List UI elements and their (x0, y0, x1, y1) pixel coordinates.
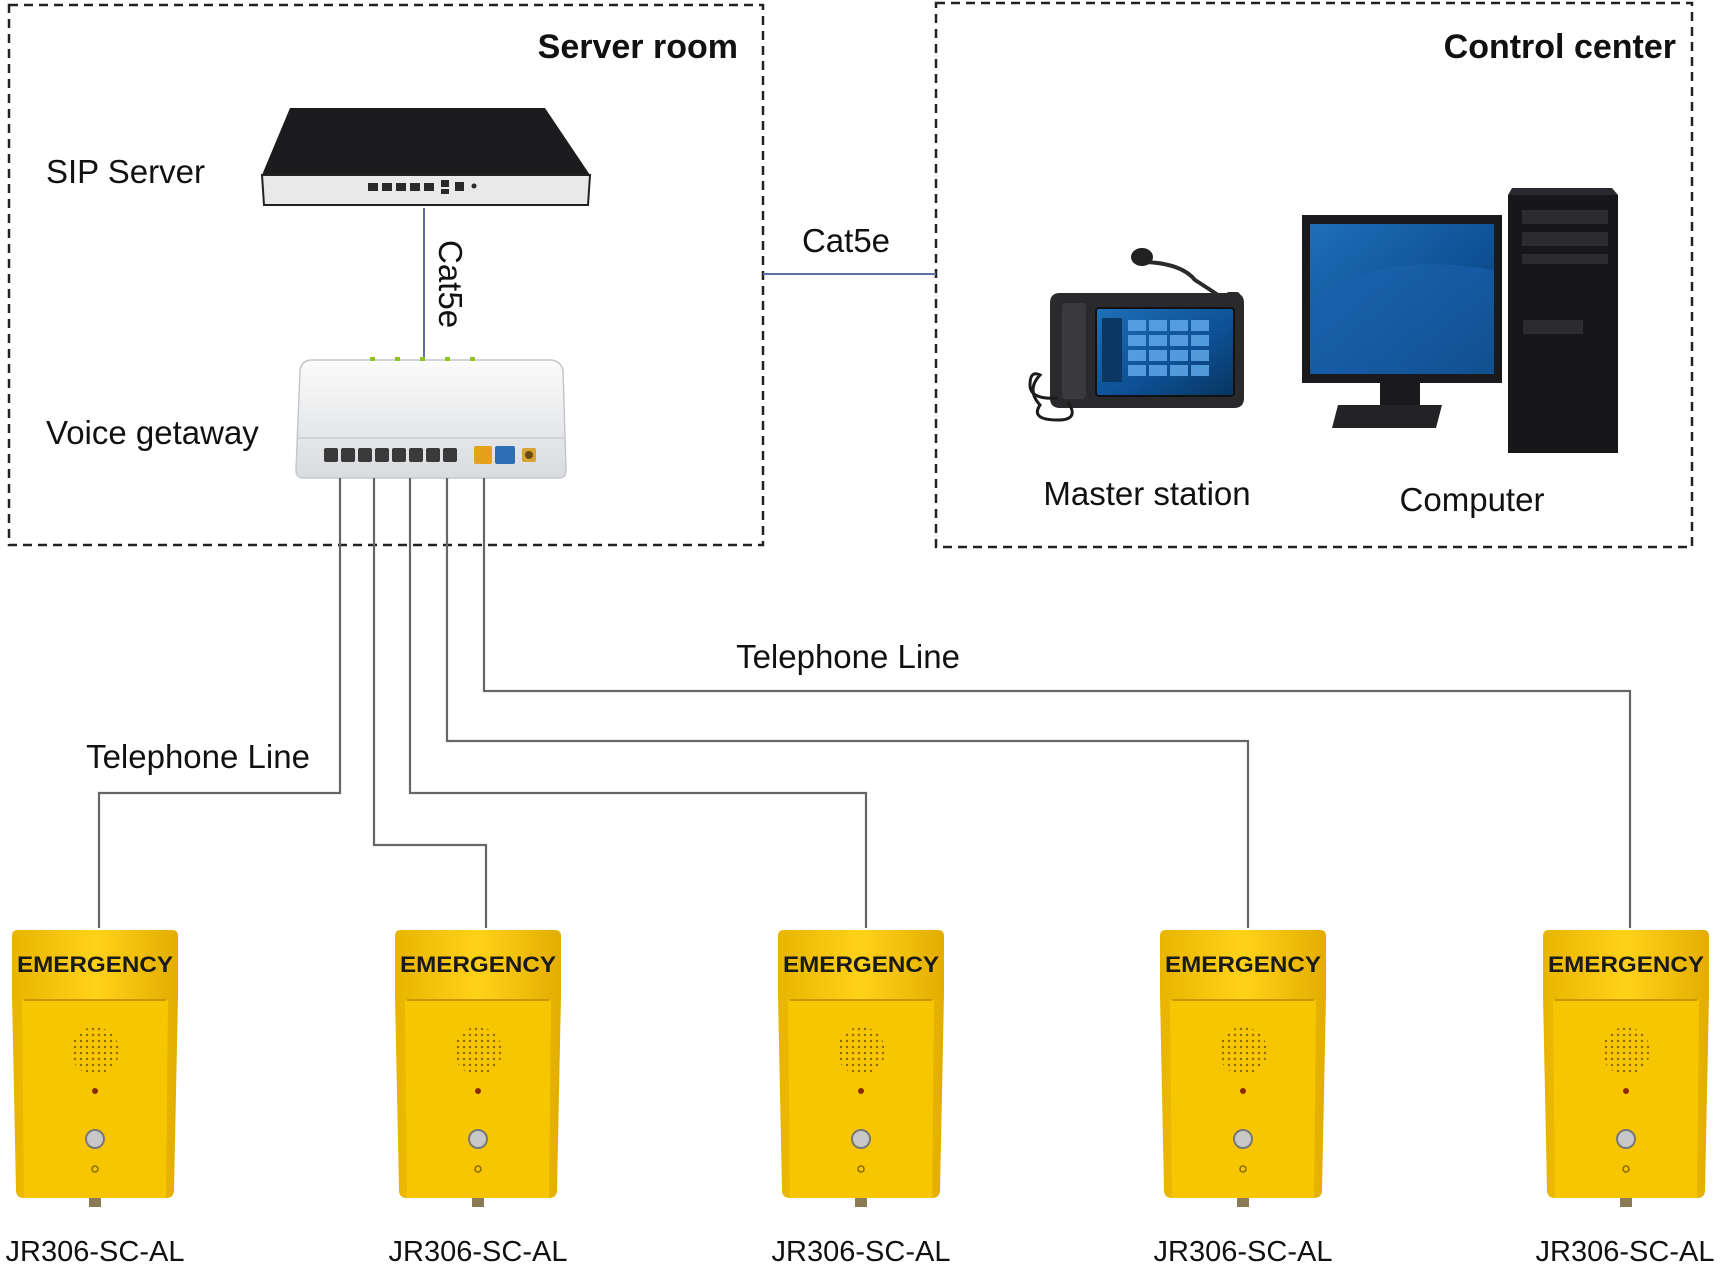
emergency-phone-1: EMERGENCY (12, 930, 178, 1207)
sip-server-device (260, 108, 592, 206)
emergency-phone-2: EMERGENCY (395, 930, 561, 1207)
emergency-panel-text: EMERGENCY (783, 952, 939, 977)
phone-model-label-1: JR306-SC-AL (6, 1236, 185, 1268)
control-center-title: Control center (1444, 28, 1676, 66)
network-cables (423, 208, 936, 360)
phone-model-label-3: JR306-SC-AL (772, 1236, 951, 1268)
sip-server-label: SIP Server (46, 153, 205, 190)
model-labels: JR306-SC-AL JR306-SC-AL JR306-SC-AL JR30… (6, 1236, 1715, 1268)
phone-model-label-2: JR306-SC-AL (389, 1236, 568, 1268)
telephone-line-2 (372, 478, 488, 928)
telephone-line-4 (445, 478, 1250, 928)
master-station-label: Master station (1043, 475, 1250, 512)
computer-label: Computer (1400, 481, 1545, 518)
master-station-device (1028, 248, 1244, 422)
telephone-line-5 (482, 478, 1632, 928)
emergency-phone-5: EMERGENCY (1543, 930, 1709, 1207)
emergency-phones: EMERGENCY EMERGENCY EMERGENCY (12, 930, 1709, 1207)
cat5e-label-horizontal: Cat5e (802, 222, 890, 259)
cat5e-label-vertical: Cat5e (432, 240, 469, 328)
telephone-line-1 (97, 478, 342, 928)
voice-gateway-label: Voice getaway (46, 414, 259, 451)
emergency-panel-text: EMERGENCY (17, 952, 173, 977)
phone-model-label-5: JR306-SC-AL (1536, 1236, 1715, 1268)
telephone-line-label-upper: Telephone Line (736, 638, 960, 675)
emergency-panel-text: EMERGENCY (1548, 952, 1704, 977)
telephone-lines (97, 478, 1632, 928)
voice-gateway-device (295, 357, 567, 479)
emergency-panel-text: EMERGENCY (1165, 952, 1321, 977)
emergency-panel-text: EMERGENCY (400, 952, 556, 977)
telephone-line-3 (408, 478, 868, 928)
computer-device (1302, 188, 1618, 453)
telephone-line-label-lower: Telephone Line (86, 738, 310, 775)
emergency-phone-4: EMERGENCY (1160, 930, 1326, 1207)
emergency-phone-3: EMERGENCY (778, 930, 944, 1207)
server-room-title: Server room (538, 28, 738, 66)
phone-model-label-4: JR306-SC-AL (1154, 1236, 1333, 1268)
